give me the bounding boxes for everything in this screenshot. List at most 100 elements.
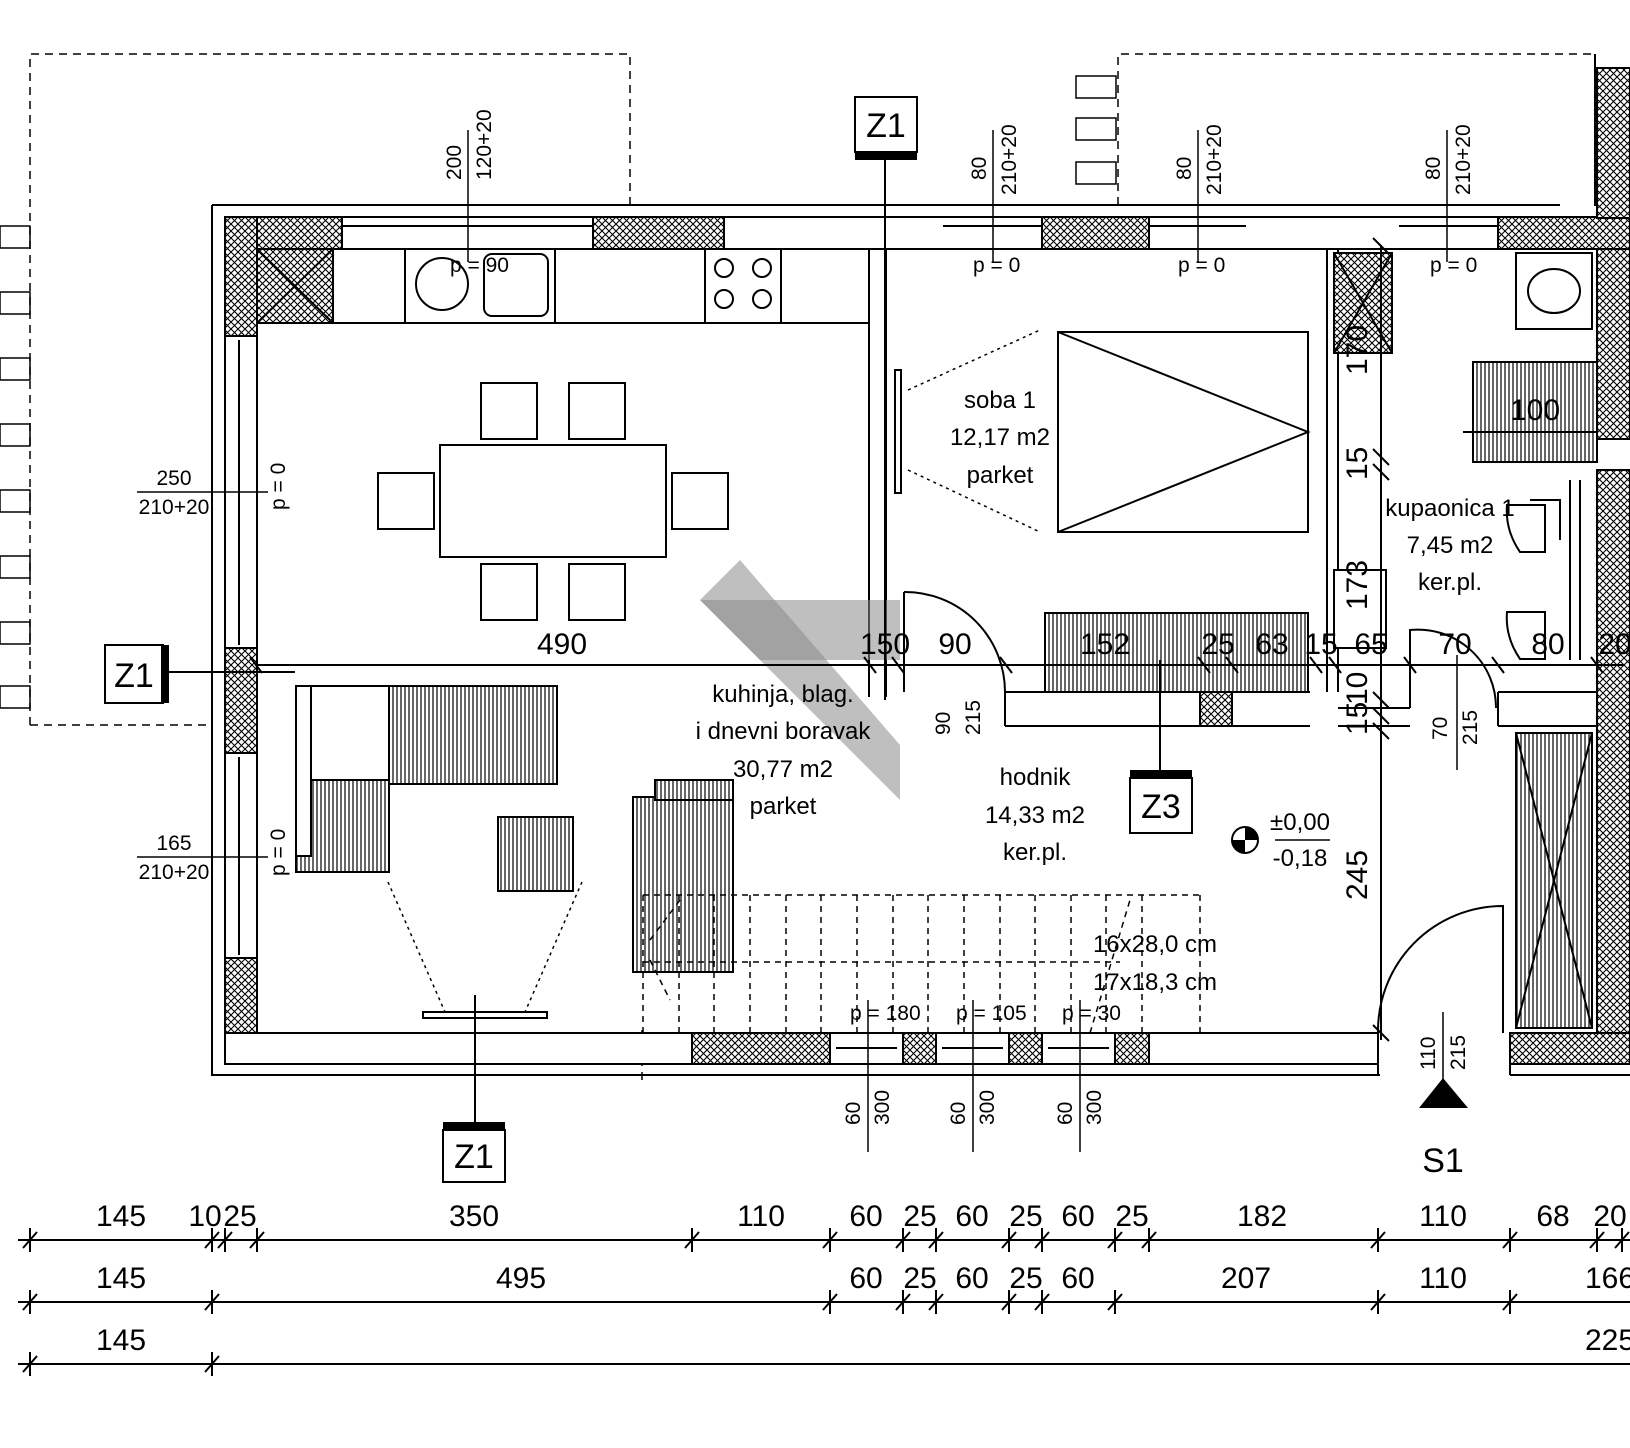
svg-text:25: 25 bbox=[1009, 1262, 1042, 1295]
dim-row-1: 145 10 25 350 110 60 25 60 25 60 25 182 … bbox=[18, 1200, 1630, 1252]
wall-panel-soba bbox=[894, 369, 902, 494]
level-mark: ±0,00 -0,18 bbox=[1231, 809, 1330, 872]
opening-left-1: 250 210+20 p = 0 bbox=[137, 463, 290, 519]
marker-z1-left: Z1 bbox=[104, 644, 169, 704]
dim-row-3: 145 225 bbox=[18, 1324, 1630, 1376]
walls bbox=[224, 67, 1630, 1065]
svg-text:60: 60 bbox=[842, 1102, 865, 1125]
svg-text:110: 110 bbox=[737, 1200, 785, 1233]
dim-70: 70 bbox=[1438, 628, 1471, 661]
svg-text:495: 495 bbox=[496, 1262, 546, 1295]
dim-15-b: 15 bbox=[1341, 702, 1374, 735]
stairs-label: 16x28,0 cm 17x18,3 cm bbox=[1093, 931, 1217, 996]
svg-text:210+20: 210+20 bbox=[139, 861, 210, 884]
dim-245: 245 bbox=[1341, 850, 1374, 900]
svg-text:7,45 m2: 7,45 m2 bbox=[1407, 532, 1494, 559]
svg-text:soba 1: soba 1 bbox=[964, 387, 1036, 414]
svg-text:hodnik: hodnik bbox=[1000, 764, 1072, 791]
bathroom-fixtures bbox=[1333, 252, 1598, 1029]
svg-text:80: 80 bbox=[968, 157, 991, 180]
watermark-logo bbox=[700, 560, 900, 800]
svg-text:182: 182 bbox=[1237, 1200, 1287, 1233]
svg-text:215: 215 bbox=[1447, 1035, 1470, 1070]
opening-top-2: 80 210+20 p = 0 bbox=[968, 124, 1021, 277]
svg-text:200: 200 bbox=[443, 145, 466, 180]
svg-text:210+20: 210+20 bbox=[139, 496, 210, 519]
dim-80: 80 bbox=[1531, 628, 1564, 661]
svg-text:p = 90: p = 90 bbox=[450, 254, 509, 277]
svg-text:210+20: 210+20 bbox=[1452, 124, 1475, 195]
svg-text:p = 0: p = 0 bbox=[267, 829, 290, 876]
svg-text:166: 166 bbox=[1585, 1262, 1630, 1295]
dim-15-v: 15 bbox=[1341, 447, 1374, 480]
dim-150: 150 bbox=[860, 628, 910, 661]
svg-text:Z3: Z3 bbox=[1141, 788, 1181, 826]
section-line-z1-vertical bbox=[168, 152, 1625, 1122]
marker-z3: Z3 bbox=[1129, 770, 1193, 834]
dim-100: 100 bbox=[1510, 394, 1560, 427]
left-edge-marks bbox=[0, 225, 31, 709]
svg-text:10: 10 bbox=[188, 1200, 221, 1233]
svg-text:110: 110 bbox=[1419, 1200, 1467, 1233]
svg-text:300: 300 bbox=[1083, 1090, 1106, 1125]
svg-text:parket: parket bbox=[750, 793, 817, 820]
svg-text:-0,18: -0,18 bbox=[1273, 845, 1328, 872]
opening-top-4: 80 210+20 p = 0 bbox=[1422, 124, 1477, 277]
door-soba-label: 90 215 bbox=[932, 700, 985, 735]
svg-text:14,33 m2: 14,33 m2 bbox=[985, 802, 1085, 829]
svg-text:16x28,0 cm: 16x28,0 cm bbox=[1093, 931, 1217, 958]
svg-text:12,17 m2: 12,17 m2 bbox=[950, 424, 1050, 451]
dim-63: 63 bbox=[1255, 628, 1288, 661]
svg-text:120+20: 120+20 bbox=[473, 109, 496, 180]
svg-text:25: 25 bbox=[903, 1262, 936, 1295]
svg-text:Z1: Z1 bbox=[454, 1138, 494, 1176]
svg-text:S1: S1 bbox=[1422, 1142, 1464, 1180]
svg-text:60: 60 bbox=[849, 1262, 882, 1295]
svg-text:145: 145 bbox=[96, 1262, 146, 1295]
svg-text:parket: parket bbox=[967, 462, 1034, 489]
wardrobe bbox=[1044, 612, 1309, 693]
marker-z1-top: Z1 bbox=[854, 96, 918, 160]
door-entrance-label: 110 215 bbox=[1417, 1012, 1470, 1097]
svg-text:ker.pl.: ker.pl. bbox=[1418, 569, 1482, 596]
dim-90: 90 bbox=[938, 628, 971, 661]
svg-text:60: 60 bbox=[955, 1262, 988, 1295]
room-label-kuhinja: kuhinja, blag. i dnevni boravak 30,77 m2… bbox=[696, 681, 872, 820]
svg-text:207: 207 bbox=[1221, 1262, 1271, 1295]
svg-text:25: 25 bbox=[1009, 1200, 1042, 1233]
opening-top-3: 80 210+20 p = 0 bbox=[1173, 124, 1226, 277]
svg-text:30,77 m2: 30,77 m2 bbox=[733, 756, 833, 783]
svg-text:250: 250 bbox=[156, 467, 191, 490]
svg-text:25: 25 bbox=[903, 1200, 936, 1233]
svg-text:225: 225 bbox=[1585, 1324, 1630, 1357]
svg-text:p = 0: p = 0 bbox=[1178, 254, 1225, 277]
opening-top-1: 200 120+20 p = 90 bbox=[443, 109, 509, 277]
svg-text:p = 0: p = 0 bbox=[973, 254, 1020, 277]
svg-text:60: 60 bbox=[849, 1200, 882, 1233]
room-label-soba: soba 1 12,17 m2 parket bbox=[950, 387, 1050, 489]
svg-text:±0,00: ±0,00 bbox=[1270, 809, 1330, 836]
svg-text:Z1: Z1 bbox=[114, 657, 154, 695]
sofa bbox=[295, 685, 734, 973]
svg-text:215: 215 bbox=[962, 700, 985, 735]
svg-text:70: 70 bbox=[1429, 717, 1452, 740]
svg-text:p = 0: p = 0 bbox=[1430, 254, 1477, 277]
opening-bottom-1: p = 180 60 300 bbox=[842, 1000, 921, 1152]
opening-bottom-2: p = 105 60 300 bbox=[947, 1000, 1027, 1152]
dim-15: 15 bbox=[1304, 628, 1337, 661]
svg-text:25: 25 bbox=[223, 1200, 256, 1233]
bed bbox=[1057, 331, 1311, 533]
dim-25: 25 bbox=[1201, 628, 1234, 661]
room-label-hodnik: hodnik 14,33 m2 ker.pl. bbox=[985, 764, 1085, 866]
svg-text:300: 300 bbox=[976, 1090, 999, 1125]
svg-text:p = 0: p = 0 bbox=[267, 463, 290, 510]
svg-text:p = 180: p = 180 bbox=[850, 1002, 921, 1025]
outdoor-steps bbox=[1075, 75, 1117, 185]
opening-left-2: 165 210+20 p = 0 bbox=[137, 829, 290, 884]
svg-text:68: 68 bbox=[1536, 1200, 1569, 1233]
svg-text:60: 60 bbox=[1061, 1200, 1094, 1233]
svg-text:110: 110 bbox=[1419, 1262, 1467, 1295]
svg-text:80: 80 bbox=[1173, 157, 1196, 180]
svg-text:60: 60 bbox=[955, 1200, 988, 1233]
opening-bottom-3: p = 30 60 300 bbox=[1054, 1000, 1121, 1152]
